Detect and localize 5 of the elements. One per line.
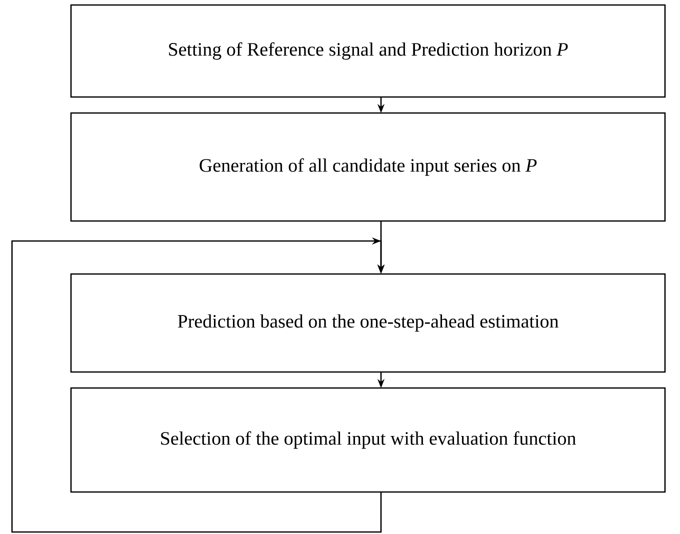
process-box: Selection of the optimal input with evaluation function — [70, 387, 666, 493]
feedback-arrow — [11, 237, 385, 533]
process-box: Prediction based on the one-step-ahead estimation — [70, 273, 666, 373]
process-box: Setting of Reference signal and Prediction horizon P — [70, 4, 666, 98]
process-box: Generation of all candidate input series on P — [70, 112, 666, 222]
